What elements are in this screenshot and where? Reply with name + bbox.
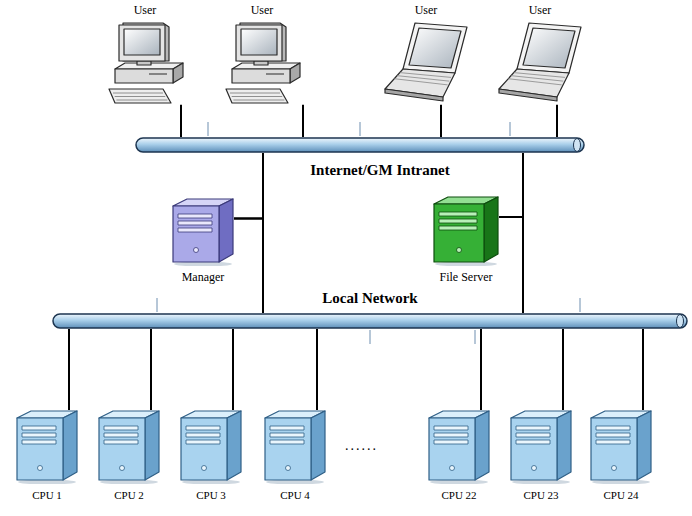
user-name: User bbox=[251, 4, 274, 18]
bus-tick bbox=[510, 122, 511, 136]
cpu-node: CPU 1 bbox=[16, 410, 78, 502]
cpu-name: CPU 3 bbox=[196, 489, 226, 502]
network-link bbox=[232, 329, 234, 410]
cpu-node: CPU 2 bbox=[98, 410, 160, 502]
network-link bbox=[180, 105, 182, 137]
desktop-icon bbox=[105, 21, 185, 105]
network-link bbox=[499, 153, 523, 217]
bus-label-wrap: Local Network bbox=[322, 290, 417, 307]
user-name: User bbox=[134, 4, 157, 18]
user-computer: User bbox=[497, 4, 583, 105]
cpu-node: CPU 23 bbox=[510, 410, 572, 502]
bus-tick bbox=[157, 298, 158, 312]
network-bus: Internet/GM Intranet bbox=[135, 137, 585, 153]
bus-tick bbox=[580, 298, 581, 312]
network-link bbox=[68, 329, 70, 410]
server-icon bbox=[98, 410, 160, 484]
cpu-node: CPU 24 bbox=[590, 410, 652, 502]
cpu-name: CPU 1 bbox=[32, 489, 62, 502]
bus-tick bbox=[360, 122, 361, 136]
cpu-name: CPU 4 bbox=[280, 489, 310, 502]
server: Manager bbox=[172, 198, 234, 285]
network-link bbox=[499, 217, 523, 313]
laptop-icon bbox=[497, 21, 583, 105]
network-link bbox=[642, 329, 644, 410]
network-name: Internet/GM Intranet bbox=[310, 162, 450, 179]
network-link bbox=[556, 105, 558, 137]
bus-pipe bbox=[52, 313, 688, 329]
cpu-name: CPU 23 bbox=[523, 489, 558, 502]
network-name: Local Network bbox=[322, 290, 417, 307]
server-icon bbox=[172, 198, 234, 266]
server-icon bbox=[180, 410, 242, 484]
server-icon bbox=[16, 410, 78, 484]
cpu-name: CPU 2 bbox=[114, 489, 144, 502]
user-computer: User bbox=[222, 4, 302, 105]
cpu-node: CPU 3 bbox=[180, 410, 242, 502]
user-computer: User bbox=[105, 4, 185, 105]
bus-tick bbox=[475, 330, 476, 344]
cpu-node: CPU 22 bbox=[428, 410, 490, 502]
server-name: File Server bbox=[440, 271, 493, 285]
user-computer: User bbox=[383, 4, 469, 105]
ellipsis: ...... bbox=[345, 438, 378, 454]
network-link bbox=[234, 153, 263, 218]
server-icon bbox=[590, 410, 652, 484]
server-icon bbox=[264, 410, 326, 484]
server-icon bbox=[433, 196, 499, 266]
network-link bbox=[562, 329, 564, 410]
network-link bbox=[302, 105, 304, 137]
server-name: Manager bbox=[182, 271, 225, 285]
server: File Server bbox=[433, 196, 499, 285]
server-icon bbox=[428, 410, 490, 484]
bus-pipe bbox=[135, 137, 585, 153]
cpu-name: CPU 22 bbox=[441, 489, 476, 502]
network-bus: Local Network bbox=[52, 313, 688, 329]
desktop-icon bbox=[222, 21, 302, 105]
user-name: User bbox=[529, 4, 552, 18]
network-link bbox=[440, 105, 442, 137]
bus-label-wrap: Internet/GM Intranet bbox=[310, 162, 450, 179]
bus-tick bbox=[370, 330, 371, 344]
network-link bbox=[234, 218, 263, 313]
laptop-icon bbox=[383, 21, 469, 105]
user-name: User bbox=[415, 4, 438, 18]
cpu-name: CPU 24 bbox=[603, 489, 638, 502]
server-icon bbox=[510, 410, 572, 484]
network-link bbox=[480, 329, 482, 410]
bus-tick bbox=[208, 122, 209, 136]
network-link bbox=[150, 329, 152, 410]
cpu-node: CPU 4 bbox=[264, 410, 326, 502]
network-link bbox=[316, 329, 318, 410]
